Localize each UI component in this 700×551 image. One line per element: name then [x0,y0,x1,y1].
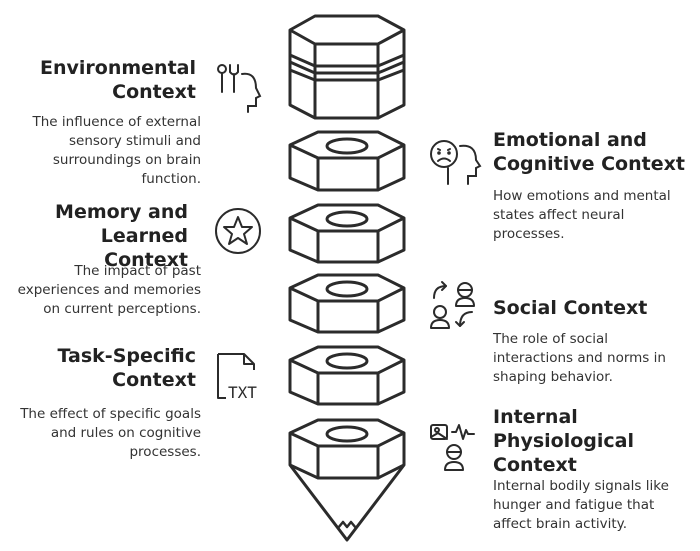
environmental-context-desc-wrap: The influence of external sensory stimul… [5,113,202,189]
nut-1 [288,130,406,192]
memory-context-title-wrap: Memory and Learned Context [28,200,188,272]
memory-context-desc-wrap: The impact of past experiences and memor… [5,262,201,319]
pencil-cap [288,14,406,120]
body-signal-icon [430,424,475,471]
task-context-title: Task-Specific Context [57,345,196,391]
emotional-context-desc-wrap: How emotions and mental states affect ne… [493,187,693,244]
nut-3 [288,273,406,334]
social-context-title: Social Context [493,297,648,319]
memory-context-title: Memory and Learned Context [55,201,188,271]
nut-2 [288,203,406,264]
social-context-desc: The role of social interactions and norm… [493,331,666,385]
people-exchange-icon [430,281,475,329]
txt-file-icon-label: TXT [228,383,257,402]
emotional-context-title: Emotional and Cognitive Context [493,129,685,175]
txt-file-icon: TXT [217,353,257,402]
physiological-context-desc: Internal bodily signals like hunger and … [493,478,669,532]
physiological-context-title-wrap: Internal Physiological Context [493,405,693,477]
environmental-context-title: Environmental Context [40,57,196,103]
nut-5-tip [288,418,406,542]
physiological-context-title: Internal Physiological Context [493,406,634,476]
star-icon [215,208,261,254]
task-context-desc-wrap: The effect of specific goals and rules o… [2,405,201,462]
physiological-context-desc-wrap: Internal bodily signals like hunger and … [493,477,698,534]
nut-4 [288,345,406,406]
social-context-desc-wrap: The role of social interactions and norm… [493,330,693,387]
emotional-context-desc: How emotions and mental states affect ne… [493,188,671,242]
environmental-context-block: Environmental Context [20,56,196,104]
environmental-context-desc: The influence of external sensory stimul… [32,114,202,187]
task-context-title-wrap: Task-Specific Context [40,344,196,392]
memory-context-desc: The impact of past experiences and memor… [17,263,201,317]
emotional-context-title-wrap: Emotional and Cognitive Context [493,128,693,176]
task-context-desc: The effect of specific goals and rules o… [20,406,201,460]
social-context-title-wrap: Social Context [493,296,693,320]
sad-face-head-icon [430,140,482,185]
nose-face-icon [217,64,262,113]
